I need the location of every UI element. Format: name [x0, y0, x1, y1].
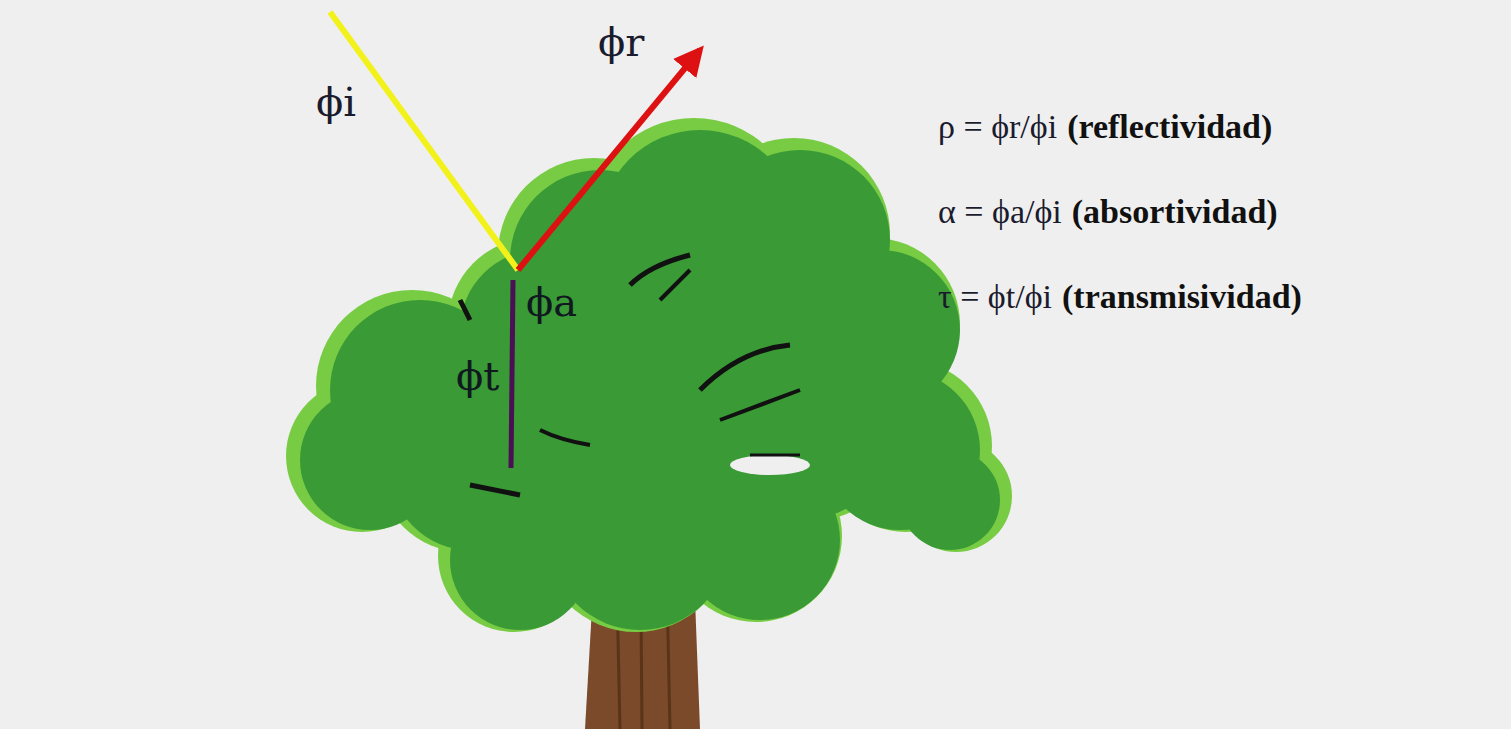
- reflectivity-formula: ρ = ϕr/ϕi: [938, 110, 1057, 144]
- reflected-ray: [518, 50, 700, 270]
- absorptivity-formula: α = ϕa/ϕi: [938, 195, 1062, 229]
- absorbed-flux-label: ϕa: [526, 282, 577, 322]
- reflected-flux-label: ϕr: [598, 22, 644, 62]
- transmitted-flux-label: ϕt: [456, 356, 499, 396]
- absorptivity-word: (absortividad): [1072, 195, 1278, 229]
- reflectivity-word: (reflectividad): [1067, 110, 1272, 144]
- transmissivity-formula: τ = ϕt/ϕi: [938, 280, 1052, 314]
- incident-ray: [330, 12, 518, 270]
- canopy: [300, 130, 1000, 630]
- incident-flux-label: ϕi: [316, 82, 356, 122]
- branches: [460, 255, 810, 495]
- transmissivity-word: (transmisividad): [1062, 280, 1302, 314]
- transmitted-ray: [511, 280, 513, 468]
- canopy-fringe: [286, 118, 1012, 632]
